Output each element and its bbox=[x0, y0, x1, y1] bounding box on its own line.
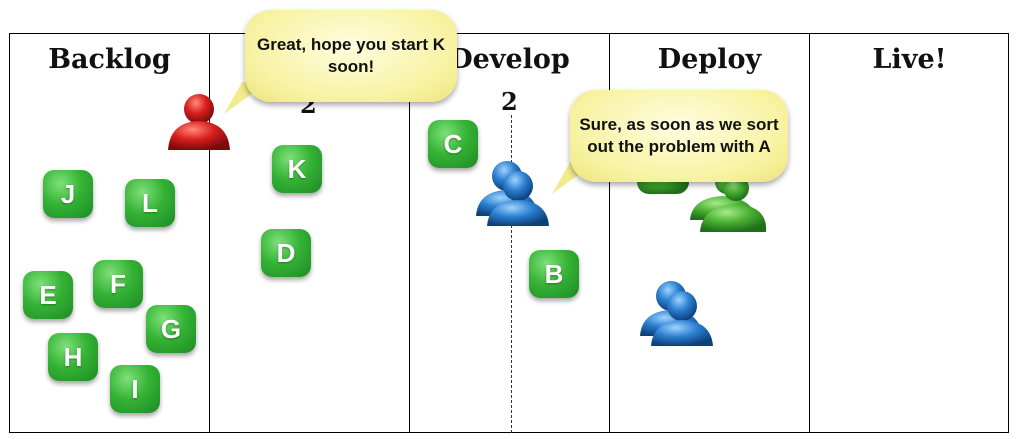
card-h[interactable]: H bbox=[48, 333, 98, 381]
card-f[interactable]: F bbox=[93, 260, 143, 308]
column-title-deploy: Deploy bbox=[657, 44, 762, 75]
red-person-icon bbox=[168, 94, 230, 150]
kanban-board: Backlog Develop Deploy Live! bbox=[9, 33, 1009, 433]
column-title-backlog: Backlog bbox=[48, 44, 171, 75]
column-2 bbox=[210, 34, 410, 432]
blue-pair-icon bbox=[476, 161, 549, 226]
card-k[interactable]: K bbox=[272, 145, 322, 193]
column-backlog: Backlog bbox=[10, 34, 210, 432]
card-d[interactable]: D bbox=[261, 229, 311, 277]
card-i[interactable]: I bbox=[110, 365, 160, 413]
wip-limit-develop: 2 bbox=[501, 87, 518, 116]
speech-bubble-blue: Sure, as soon as we sort out the problem… bbox=[570, 90, 788, 182]
column-live: Live! bbox=[810, 34, 1009, 432]
column-develop: Develop bbox=[410, 34, 610, 432]
column-title-live: Live! bbox=[872, 44, 947, 75]
blue-pair-deploy-icon bbox=[640, 281, 713, 346]
card-l[interactable]: L bbox=[125, 179, 175, 227]
card-b[interactable]: B bbox=[529, 250, 579, 298]
column-title-develop: Develop bbox=[449, 44, 570, 75]
card-c[interactable]: C bbox=[428, 120, 478, 168]
column-deploy: Deploy bbox=[610, 34, 810, 432]
card-g[interactable]: G bbox=[146, 305, 196, 353]
develop-divider bbox=[511, 115, 512, 433]
card-j[interactable]: J bbox=[43, 170, 93, 218]
speech-bubble-red: Great, hope you start K soon! bbox=[245, 10, 457, 102]
card-e[interactable]: E bbox=[23, 271, 73, 319]
